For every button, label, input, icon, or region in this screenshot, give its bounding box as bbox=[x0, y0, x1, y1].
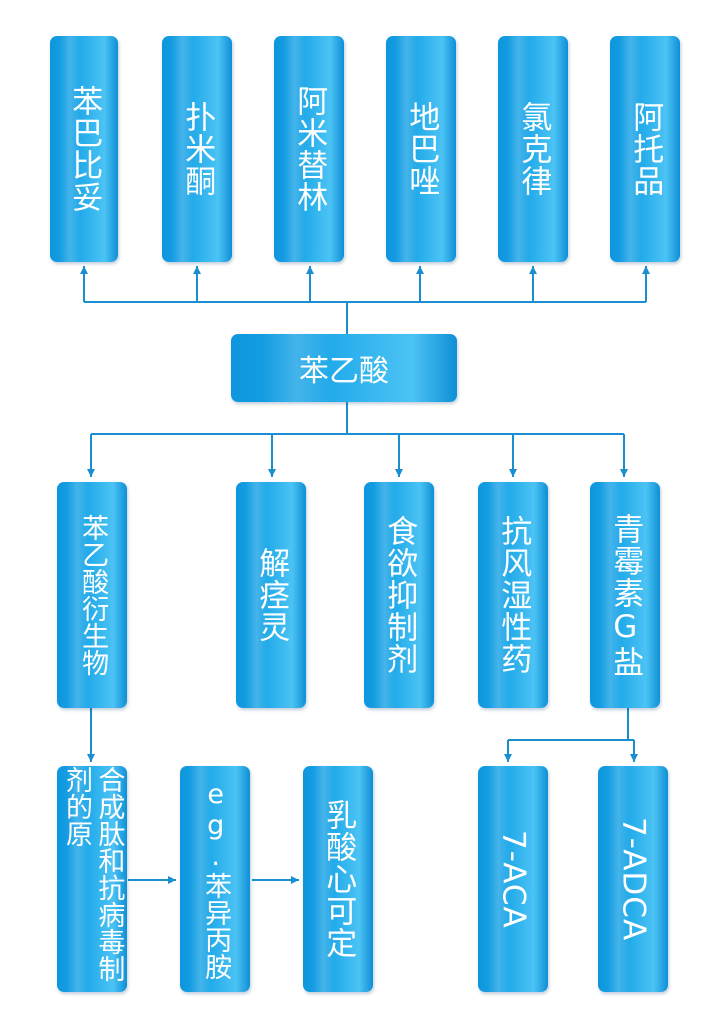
node-phenylacetic-derivatives: 苯乙酸衍生物 bbox=[57, 482, 127, 708]
node-7-adca: 7-ADCA bbox=[598, 766, 668, 992]
node-dibazole: 地巴唑 bbox=[386, 36, 456, 262]
node-label: 解痉灵 bbox=[253, 547, 290, 643]
node-7-aca: 7-ACA bbox=[478, 766, 548, 992]
node-root-phenylacetic-acid: 苯乙酸 bbox=[231, 334, 457, 402]
node-label: 阿米替林 bbox=[291, 85, 328, 213]
node-label: 7-ACA bbox=[495, 829, 532, 929]
node-penicillin-g-salt: 青霉素G盐 bbox=[590, 482, 660, 708]
node-label: 7-ADCA bbox=[615, 816, 652, 942]
node-antispasmodic: 解痉灵 bbox=[236, 482, 306, 708]
node-label: 抗风湿性药 bbox=[495, 515, 532, 675]
node-label: 地巴唑 bbox=[403, 101, 440, 197]
node-appetite-suppressant: 食欲抑制剂 bbox=[364, 482, 434, 708]
node-amphetamine-example: eg.苯异丙胺 bbox=[180, 766, 250, 992]
node-amitriptyline: 阿米替林 bbox=[274, 36, 344, 262]
node-primidone: 扑米酮 bbox=[162, 36, 232, 262]
node-prenylamine-lactate: 乳酸心可定 bbox=[303, 766, 373, 992]
node-label: 青霉素G盐 bbox=[607, 512, 644, 678]
node-label: 食欲抑制剂 bbox=[381, 515, 418, 675]
node-label: 阿托品 bbox=[627, 101, 664, 197]
node-chlorkelv: 氯克律 bbox=[498, 36, 568, 262]
node-antirheumatic: 抗风湿性药 bbox=[478, 482, 548, 708]
node-label: 扑米酮 bbox=[179, 101, 216, 197]
node-label: 苯巴比妥 bbox=[66, 85, 103, 213]
node-label: 氯克律 bbox=[515, 101, 552, 197]
node-label: eg.苯异丙胺 bbox=[200, 778, 232, 980]
node-phenobarbital: 苯巴比妥 bbox=[50, 36, 118, 262]
node-atropine: 阿托品 bbox=[610, 36, 680, 262]
node-label: 合成肽和抗病毒制剂的原 bbox=[61, 766, 125, 982]
node-label: 乳酸心可定 bbox=[320, 799, 357, 959]
node-label: 苯乙酸衍生物 bbox=[77, 514, 109, 676]
node-peptide-antiviral-raw: 合成肽和抗病毒制剂的原 bbox=[57, 766, 127, 992]
root-label: 苯乙酸 bbox=[299, 354, 389, 389]
